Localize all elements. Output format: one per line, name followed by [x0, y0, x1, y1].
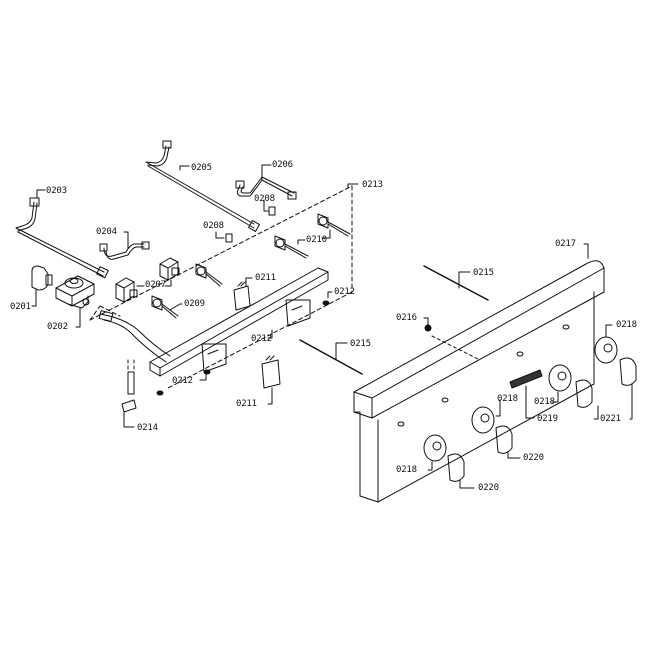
burner-valve-upper [195, 263, 223, 287]
part-label-0215-a: 0215 [473, 268, 494, 278]
control-panel-0217 [353, 243, 605, 503]
part-label-0221: 0221 [600, 414, 621, 424]
part-label-0205: 0205 [191, 163, 212, 173]
control-knob [447, 357, 637, 489]
part-label-0220-b: 0220 [478, 483, 499, 493]
display-window-0219 [509, 369, 543, 419]
part-label-0218-d: 0218 [396, 465, 417, 475]
part-label-0218-b: 0218 [534, 397, 555, 407]
part-label-0219: 0219 [537, 414, 558, 424]
part-label-0216: 0216 [396, 313, 417, 323]
part-label-0220-a: 0220 [523, 453, 544, 463]
fastener-0216 [424, 324, 432, 332]
knob-bezel-0218 [423, 324, 618, 471]
burner-valve-0209 [151, 295, 183, 319]
manifold-bar [98, 267, 329, 377]
part-label-0218-c: 0218 [497, 394, 518, 404]
regulator-0202 [55, 275, 95, 328]
part-label-0203: 0203 [46, 186, 67, 196]
part-label-0208: 0208 [203, 221, 224, 231]
part-label-0212-b: 0212 [251, 334, 272, 344]
gas-tube-0206 [235, 164, 297, 200]
valve-group-outline-0213 [89, 185, 353, 389]
nut-0212 [156, 291, 333, 396]
part-label-0215-b: 0215 [350, 339, 371, 349]
part-label-0201: 0201 [10, 302, 31, 312]
gas-tube-0204 [99, 231, 150, 260]
part-label-0210: 0210 [306, 235, 327, 245]
burner-valve-0210 [274, 213, 351, 259]
part-label-0208-b: 0208 [254, 194, 275, 204]
leader-0216 [423, 317, 429, 326]
part-label-0212-c: 0212 [172, 376, 193, 386]
ignition-switch-0211 [233, 277, 281, 405]
part-label-0206: 0206 [272, 160, 293, 170]
leader-lines-dashed [127, 359, 135, 373]
gas-tube-0203 [15, 189, 109, 279]
part-label-0202: 0202 [47, 322, 68, 332]
part-label-0207: 0207 [145, 280, 166, 290]
part-label-0213: 0213 [362, 180, 383, 190]
part-label-0211-b: 0211 [236, 399, 257, 409]
part-label-0217: 0217 [555, 239, 576, 249]
bracket-0214 [121, 371, 137, 428]
panel-leader-dashed [431, 335, 481, 361]
clip-0208 [215, 199, 276, 243]
leader-0213 [347, 183, 359, 189]
elbow-fitting-0201 [31, 265, 53, 307]
solenoid-valve-0207 [115, 257, 180, 303]
part-label-0211-a: 0211 [255, 273, 276, 283]
part-label-0218-a: 0218 [616, 320, 637, 330]
part-label-0204: 0204 [96, 227, 117, 237]
part-label-0209: 0209 [184, 299, 205, 309]
part-label-0212-a: 0212 [334, 287, 355, 297]
rod-0215 [299, 265, 489, 375]
gas-tube-0205 [145, 140, 260, 232]
part-label-0214: 0214 [137, 423, 158, 433]
